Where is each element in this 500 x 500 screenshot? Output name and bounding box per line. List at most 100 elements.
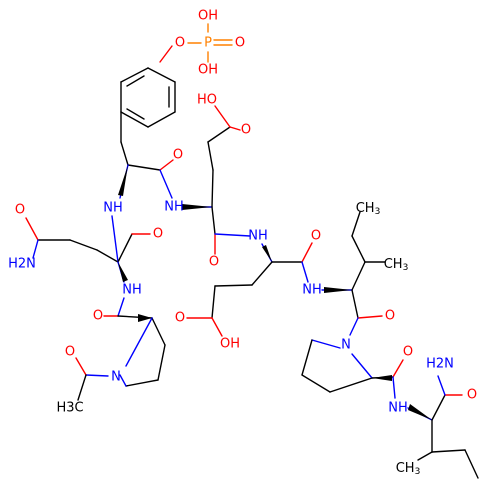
label-o-glu1-carbonyl: O (241, 123, 251, 138)
bond-cd-cg-pro2 (301, 339, 313, 376)
label-o-tyr-carbonyl: O (173, 148, 183, 163)
bond-c-o-ile1 (357, 315, 383, 319)
bond-c-n-glu1 (159, 169, 173, 199)
label-o-glu1-backbone: O (209, 255, 219, 270)
bond-cb-cg-ile1 (351, 235, 366, 263)
label-oh-p2: OH (198, 63, 218, 78)
label-nh-glu2: NH (248, 229, 268, 244)
bond-cg-cd-pro1 (125, 379, 159, 387)
label-o-amide: O (467, 388, 477, 403)
bond-nh-c-pro1 (117, 297, 125, 317)
bond-cd-oh-glu1 (214, 105, 231, 128)
bond-n-ca-gln (111, 215, 119, 263)
label-o-acetyl: O (65, 345, 75, 360)
atom-labels: OH P O OH O HO O O NH NH O O O NH O CH3 … (8, 9, 477, 477)
bond-n-c-acetyl (85, 374, 109, 377)
bond-ca-c-amide (431, 394, 446, 421)
bond-c-o-tyr (159, 159, 174, 171)
label-n-pro2: N (341, 338, 351, 353)
bond-c-o-pro2 (392, 359, 404, 378)
label-o-gln-side: O (15, 203, 25, 218)
bond-cb-ca-tyr (120, 141, 129, 166)
label-ch3-ile1-ethyl: CH3 (356, 201, 381, 217)
bond-o-phenyl (159, 45, 173, 63)
label-nh-ile1: NH (302, 283, 322, 298)
bond-ca-c-glu1 (211, 206, 216, 235)
bond-cg-cd-ile2 (464, 449, 479, 479)
wedge-glu2 (262, 245, 272, 262)
wedge-pro2 (372, 375, 392, 381)
bond-cb-cg-glu1 (207, 141, 214, 171)
ring-bond-3 (147, 111, 176, 128)
bonds (25, 23, 479, 479)
bond-ca-cb-gln (96, 249, 119, 263)
bond-ca-c-ile1 (351, 289, 359, 319)
bond-c-o-glu2 (301, 242, 313, 263)
bond-cd-oh-glu2 (211, 317, 223, 337)
wedge-ile1 (324, 287, 352, 293)
ring-bond-1 (147, 67, 176, 83)
bond-c-n-ile1 (301, 261, 309, 283)
label-nh-ile2: NH (388, 401, 408, 416)
label-o-glu2-backbone: O (311, 229, 321, 244)
stereo-wedges (118, 165, 432, 420)
label-o-pro1-carbonyl: O (93, 309, 103, 324)
label-nh-gln: NH (122, 283, 142, 298)
label-o-gln-carbonyl: O (153, 227, 163, 242)
bond-c-ch3-acetyl (77, 374, 87, 401)
bond-c-n-pro2 (349, 317, 359, 336)
ring-inner-2 (126, 108, 145, 120)
bond-cd-o-glu1 (229, 126, 241, 131)
label-o-pro2-carbonyl: O (403, 345, 413, 360)
bond-c-n-ile2 (392, 376, 396, 399)
bond-cb-cg-ile2 (431, 449, 466, 453)
label-oh-p1: OH (198, 9, 218, 24)
wedge-tyr (118, 165, 128, 196)
bond-cg-cd-ile1 (351, 211, 361, 237)
ring-inner-3 (126, 75, 145, 87)
label-o-glu2-side: O (175, 311, 185, 326)
bond-ca-cb-pro1 (151, 317, 166, 346)
label-h2n-amide: H2N (426, 357, 454, 372)
bond-cb-ca-pro2 (329, 377, 373, 393)
bond-cd-o-gln (25, 217, 39, 241)
wedge-gln (118, 262, 128, 282)
bond-ca-n-pro2 (351, 353, 373, 379)
ring-bond-6 (120, 67, 149, 83)
label-ho-glu1: HO (197, 93, 217, 108)
bond-ca-cb-ile1 (351, 261, 366, 291)
bond-cd-n-gln (32, 239, 39, 259)
bond-cb-cg-gln (69, 239, 98, 251)
bond-cg-cd-glu1 (207, 126, 231, 143)
label-o-p-double: O (235, 36, 245, 51)
bond-ca-cb-glu2 (251, 261, 273, 286)
label-h2n-gln: H2N (8, 257, 36, 272)
bond-cb-cg-glu2 (214, 284, 253, 287)
ring-bond-4 (120, 111, 149, 128)
bond-ca-c-gln (117, 233, 133, 263)
label-h3c-acetyl: H3C (56, 401, 83, 416)
label-o-ile1-carbonyl: O (385, 309, 395, 324)
wedge-glu1 (182, 204, 212, 210)
label-nh-glu1: NH (164, 200, 184, 215)
bond-n-cd-pro2 (311, 339, 341, 349)
bond-cg-cd-glu2 (211, 285, 216, 319)
label-oh-glu2: OH (220, 337, 240, 352)
bond-cd-n-pro1 (119, 374, 127, 387)
bond-cb-me-ile2 (417, 451, 433, 461)
label-nh-tyr: NH (103, 201, 123, 216)
bond-cb-cg-pro1 (157, 344, 166, 381)
label-o-phenyl-ether: O (175, 36, 185, 51)
bond-n-ca-pro1 (125, 317, 153, 367)
bond-c-o-acetyl (75, 357, 87, 376)
wedge-ile2 (408, 404, 432, 420)
bond-ca-c-tyr (127, 164, 161, 171)
label-p: P (204, 36, 212, 51)
bond-c-n-amide (437, 375, 446, 396)
bond-ca-cb-glu1 (211, 169, 214, 208)
wedge-pro1 (138, 314, 152, 322)
bond-c-n-glu2 (214, 233, 251, 237)
bond-cg-cb-pro2 (301, 374, 331, 393)
label-ch3-ile2-methyl: CH3 (396, 461, 421, 477)
